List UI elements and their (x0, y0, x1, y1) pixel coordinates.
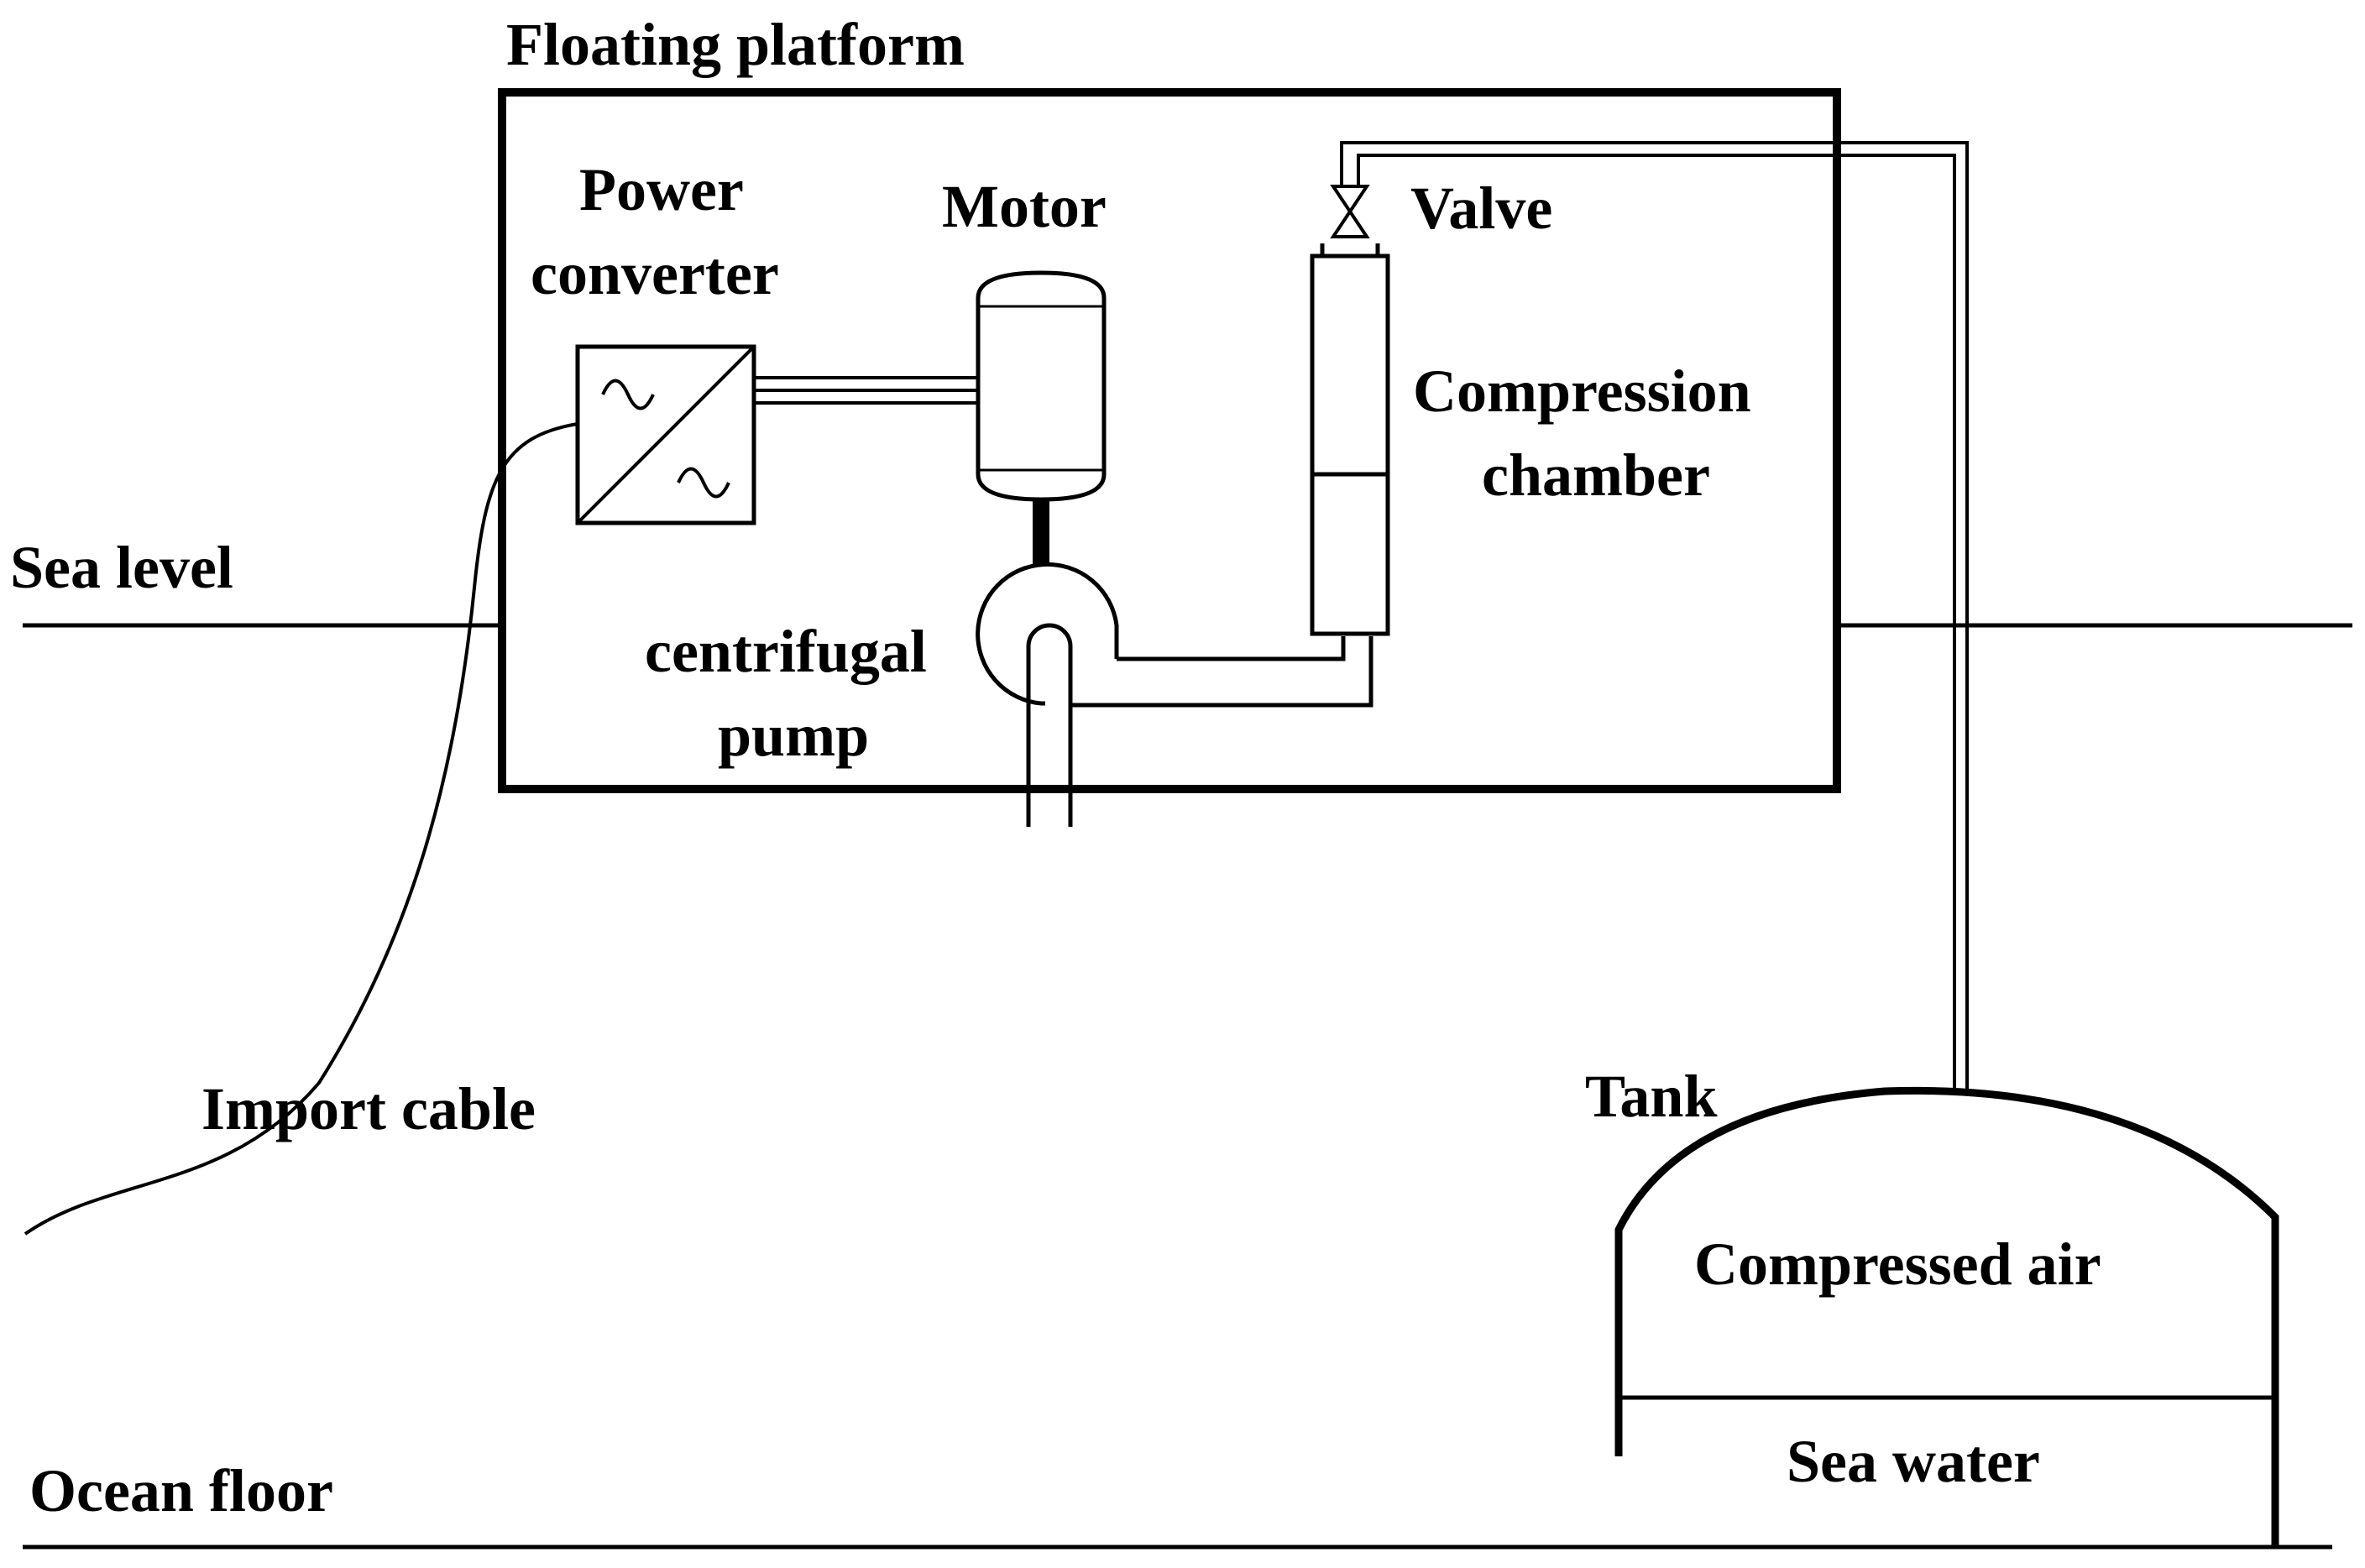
motor-shaft (1033, 499, 1049, 575)
compression-chamber-label-line1: Compression (1413, 358, 1751, 425)
floating-platform-box (498, 88, 1841, 793)
compression-chamber (1310, 243, 1390, 636)
pump-chamber-pipe (1070, 636, 1373, 708)
suction-pipe (1026, 623, 1073, 827)
motor-body (976, 270, 1107, 502)
valve-label: Valve (1410, 175, 1552, 242)
ac-wave-icon (677, 467, 730, 499)
centrifugal-pump-label-line2: pump (718, 702, 869, 769)
ac-wave-icon (601, 379, 655, 410)
centrifugal-pump-label-line1: centrifugal (645, 618, 927, 685)
sea-level-label: Sea level (10, 534, 233, 601)
compressed-air-label: Compressed air (1694, 1231, 2101, 1298)
sea-water-label: Sea water (1787, 1428, 2040, 1495)
import-cable-label: Import cable (201, 1075, 536, 1142)
motor-label: Motor (942, 173, 1107, 240)
ocean-floor-label: Ocean floor (29, 1457, 333, 1524)
converter-motor-link (754, 376, 981, 405)
tank-label: Tank (1585, 1063, 1718, 1130)
air-pipe (1340, 141, 1969, 1090)
floating-platform-label: Floating platform (506, 11, 965, 78)
centrifugal-pump (976, 562, 1346, 706)
compression-chamber-label-line2: chamber (1482, 442, 1710, 509)
import-cable (24, 422, 578, 1236)
storage-tank (1614, 1086, 2279, 1547)
power-converter-label-line1: Power (579, 156, 744, 223)
power-converter-label-line2: converter (531, 240, 779, 307)
power-converter-block (575, 344, 756, 525)
valve-icon (1330, 185, 1370, 238)
